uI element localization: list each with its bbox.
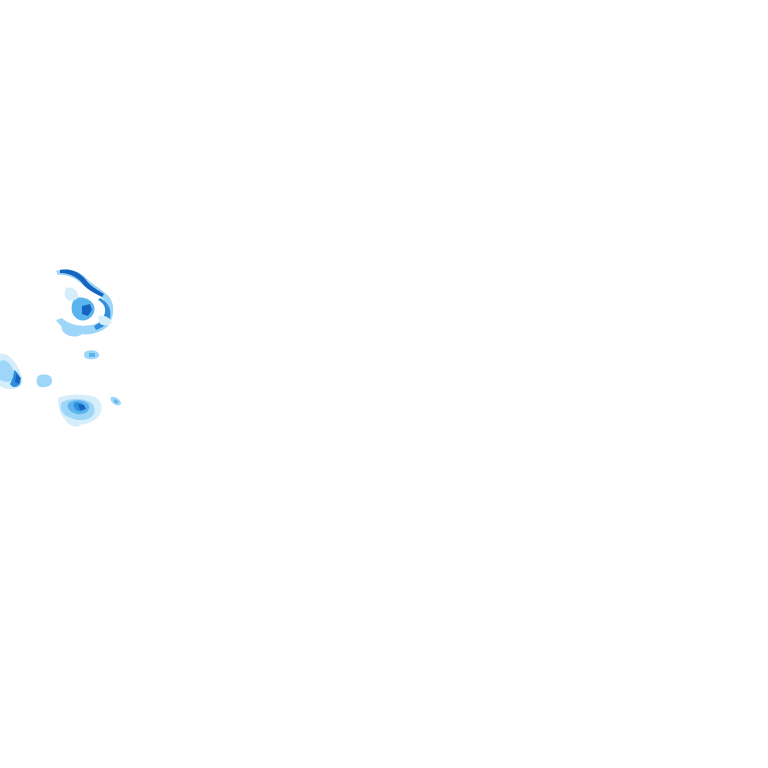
echo-cluster-south — [58, 394, 102, 427]
echo-cell — [78, 404, 86, 410]
echo-cluster-west — [0, 353, 23, 390]
echo-cell — [0, 360, 15, 382]
echo-cell — [64, 287, 78, 301]
echo-cell — [98, 315, 112, 326]
echo-cell — [36, 374, 53, 388]
echo-cell — [114, 399, 118, 404]
echo-cluster-mid-small — [36, 374, 53, 388]
echo-cell — [15, 374, 21, 384]
echo-cell — [82, 304, 92, 316]
echo-cell — [89, 353, 95, 357]
echo-cluster-south-east-small — [110, 396, 121, 406]
echo-cluster-center-small — [84, 350, 100, 360]
echo-cell — [60, 269, 104, 297]
echo-cell — [64, 416, 80, 427]
echo-cluster-north — [56, 269, 114, 337]
echo-cell — [61, 323, 83, 337]
